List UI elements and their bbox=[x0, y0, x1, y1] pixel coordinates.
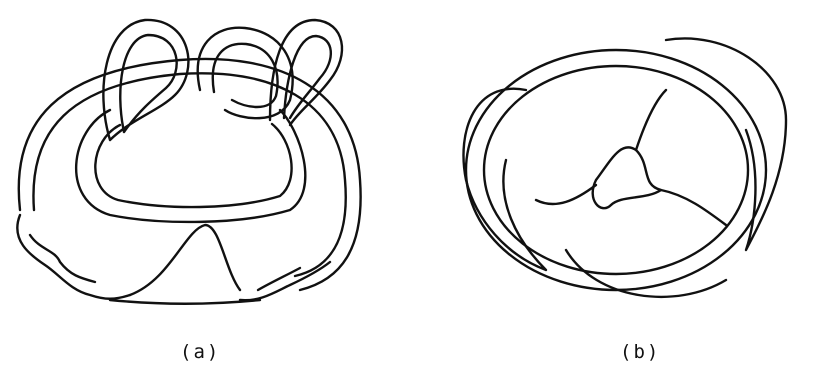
panel-a-right-twist-2 bbox=[258, 268, 300, 290]
panel-b-ring-outer bbox=[466, 50, 766, 290]
panel-b-spoke-left bbox=[536, 185, 596, 204]
panel-a-hook-2-inner bbox=[213, 44, 278, 107]
panel-a-drawing bbox=[0, 0, 390, 330]
panel-a-bottom-edge bbox=[110, 300, 260, 304]
panel-b-drawing bbox=[416, 0, 816, 330]
panel-b-flap-bottom bbox=[566, 250, 726, 297]
panel-a-center-peak bbox=[130, 225, 240, 295]
panel-a-inner-loop-inner bbox=[95, 124, 291, 207]
panel-a-caption: (a) bbox=[180, 341, 220, 363]
panel-a-inner-loop-outer bbox=[76, 110, 305, 222]
panel-a-left-twist-2 bbox=[30, 235, 95, 282]
panel-b-center-knot bbox=[593, 147, 661, 208]
panel-b-spoke-right bbox=[661, 190, 726, 225]
panel-b-flap-top-right bbox=[666, 38, 786, 250]
panel-a-left-twist bbox=[17, 215, 130, 299]
panel-a-outer-band-outer-edge bbox=[19, 59, 361, 290]
panel-a-hook-1-outer bbox=[103, 20, 188, 140]
panel-b-spoke-top bbox=[636, 90, 666, 150]
panel-b-caption: (b) bbox=[620, 341, 660, 363]
